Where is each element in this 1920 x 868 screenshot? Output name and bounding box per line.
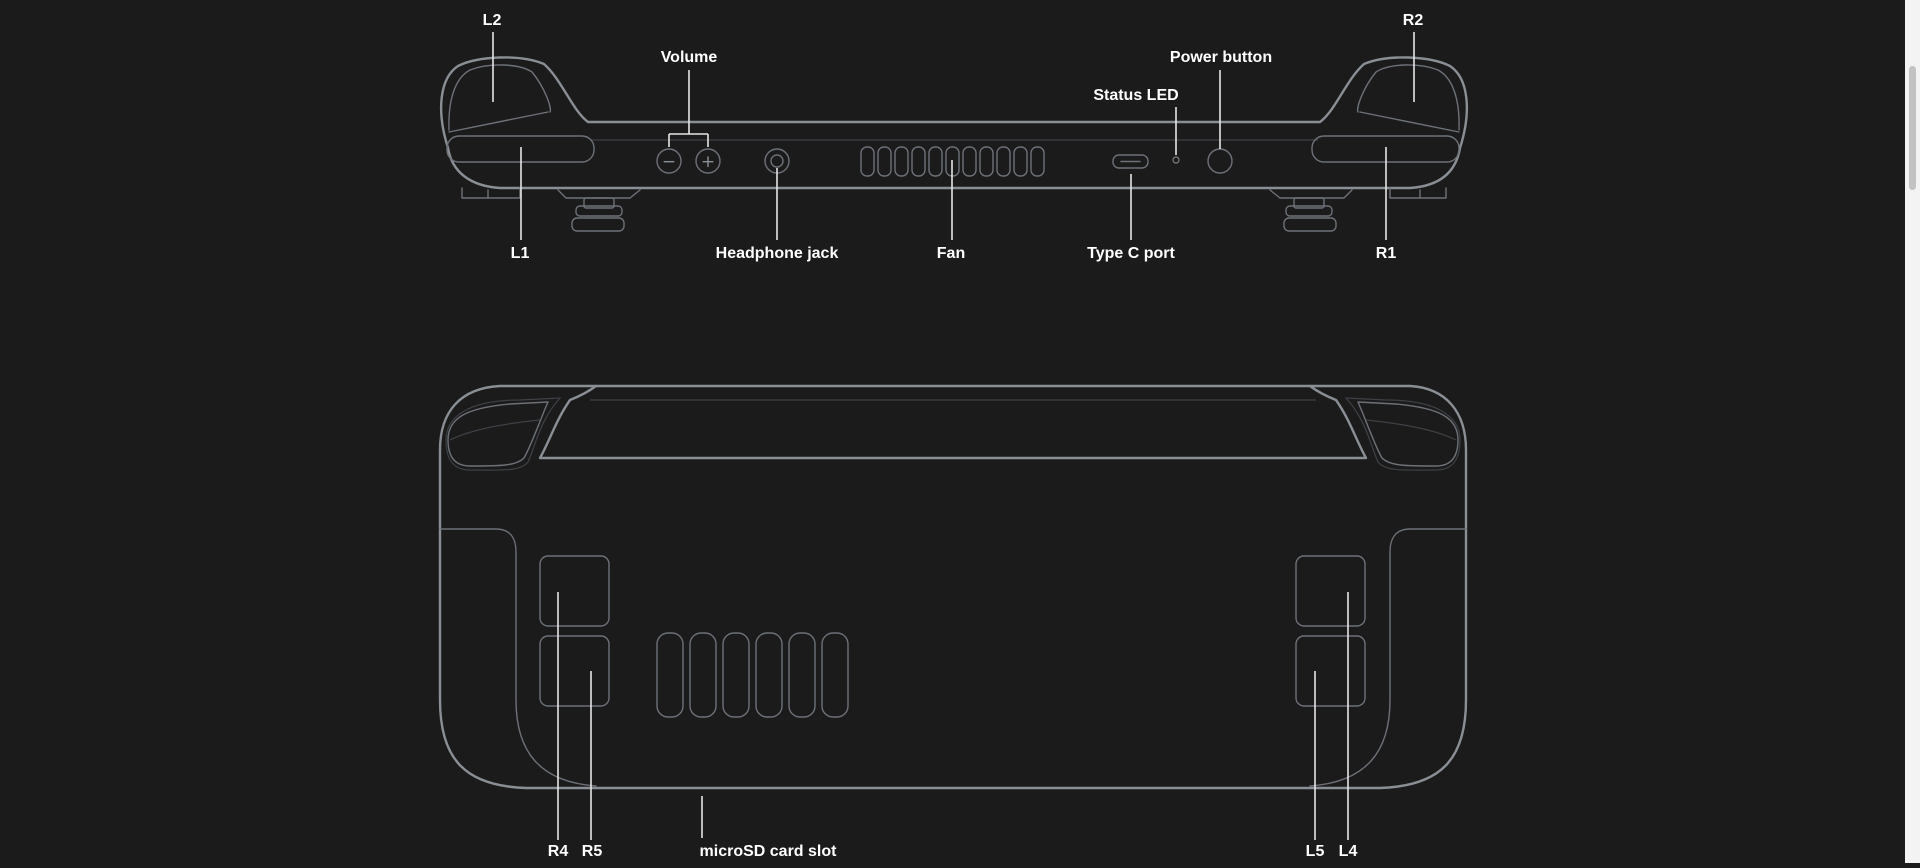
back-left-grip-shade bbox=[449, 419, 541, 441]
power-button-shape bbox=[1207, 148, 1233, 174]
back-vent-slot bbox=[722, 632, 750, 718]
label-fan: Fan bbox=[936, 245, 966, 262]
back-view-body-outline bbox=[438, 384, 1468, 790]
back-right-panel bbox=[1309, 528, 1467, 787]
label-l2: L2 bbox=[482, 12, 502, 29]
volume-plus-symbol: + bbox=[701, 152, 715, 172]
back-vent-slot bbox=[656, 632, 684, 718]
back-right-grip bbox=[1357, 401, 1459, 467]
volume-minus-symbol: − bbox=[662, 152, 676, 172]
right-thumbstick-base bbox=[1283, 217, 1337, 232]
label-microsd-card-slot: microSD card slot bbox=[699, 843, 837, 860]
back-button-l5 bbox=[1295, 635, 1366, 707]
back-vent-slot bbox=[788, 632, 816, 718]
vertical-scrollbar[interactable] bbox=[1905, 0, 1920, 863]
back-view-device bbox=[438, 384, 1468, 790]
fan-slot bbox=[1030, 146, 1045, 177]
right-thumbstick-stem bbox=[1293, 197, 1325, 209]
label-r5: R5 bbox=[581, 843, 603, 860]
back-button-r4 bbox=[539, 555, 610, 627]
left-thumbstick-cap bbox=[575, 205, 623, 217]
left-bottom-tabs bbox=[461, 187, 641, 199]
status-led-dot bbox=[1172, 156, 1180, 164]
left-thumbstick-base bbox=[571, 217, 625, 232]
back-button-r5 bbox=[539, 635, 610, 707]
right-bottom-tabs bbox=[1269, 187, 1447, 199]
back-right-grip-shade bbox=[1365, 419, 1457, 441]
volume-down-button bbox=[656, 148, 682, 174]
label-l5: L5 bbox=[1305, 843, 1325, 860]
fan-slot bbox=[911, 146, 926, 177]
label-r4: R4 bbox=[547, 843, 569, 860]
back-vent-slot bbox=[821, 632, 849, 718]
label-r1: R1 bbox=[1375, 245, 1397, 262]
back-button-l4 bbox=[1295, 555, 1366, 627]
scrollbar-thumb[interactable] bbox=[1909, 66, 1916, 190]
label-type-c-port: Type C port bbox=[1087, 245, 1175, 262]
right-thumbstick-cap bbox=[1285, 205, 1333, 217]
headphone-jack-inner bbox=[770, 154, 784, 168]
back-right-grip-outer bbox=[1344, 397, 1461, 471]
right-trigger-r2 bbox=[1356, 64, 1460, 131]
fan-slot bbox=[877, 146, 892, 177]
back-left-grip-outer bbox=[445, 397, 562, 471]
label-r2: R2 bbox=[1402, 12, 1424, 29]
label-volume: Volume bbox=[660, 49, 718, 66]
volume-up-button bbox=[695, 148, 721, 174]
top-view-body-outline bbox=[439, 56, 1469, 190]
fan-slot bbox=[962, 146, 977, 177]
left-trigger-split bbox=[448, 111, 549, 133]
label-power-button: Power button bbox=[1169, 49, 1273, 66]
back-left-panel bbox=[439, 528, 597, 787]
back-vent-grille bbox=[656, 632, 849, 718]
label-l4: L4 bbox=[1338, 843, 1358, 860]
type-c-port-shape bbox=[1112, 154, 1149, 169]
top-view-device: − + bbox=[439, 56, 1469, 232]
fan-slot bbox=[979, 146, 994, 177]
fan-slot bbox=[996, 146, 1011, 177]
volume-leader bbox=[668, 70, 709, 147]
fan-slot bbox=[1013, 146, 1028, 177]
label-headphone-jack: Headphone jack bbox=[715, 245, 839, 262]
label-status-led: Status LED bbox=[1093, 87, 1179, 104]
back-view-leader-lines bbox=[557, 592, 1349, 840]
left-trigger-l2 bbox=[448, 64, 552, 131]
fan-slot bbox=[928, 146, 943, 177]
back-vent-slot bbox=[755, 632, 783, 718]
back-left-grip bbox=[447, 401, 549, 467]
back-vent-slot bbox=[689, 632, 717, 718]
fan-slot bbox=[894, 146, 909, 177]
right-trigger-split bbox=[1359, 111, 1460, 133]
label-l1: L1 bbox=[510, 245, 530, 262]
left-thumbstick-stem bbox=[583, 197, 615, 209]
top-view-leader-lines bbox=[492, 32, 1415, 240]
fan-slot bbox=[860, 146, 875, 177]
fan-grille bbox=[860, 146, 1045, 177]
